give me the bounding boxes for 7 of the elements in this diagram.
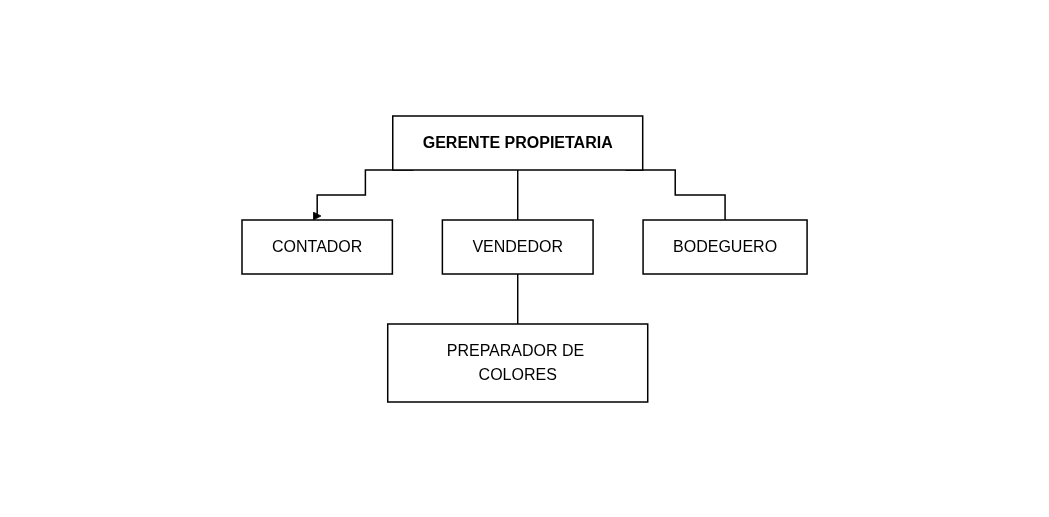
node-box: CONTADOR <box>241 218 394 275</box>
node-box: PREPARADOR DE COLORES <box>386 322 649 403</box>
node-box: VENDEDOR <box>441 218 594 275</box>
connector <box>516 168 519 221</box>
node-box: GERENTE PROPIETARIA <box>391 114 644 171</box>
node-box: BODEGUERO <box>642 218 808 275</box>
connector <box>516 272 519 325</box>
